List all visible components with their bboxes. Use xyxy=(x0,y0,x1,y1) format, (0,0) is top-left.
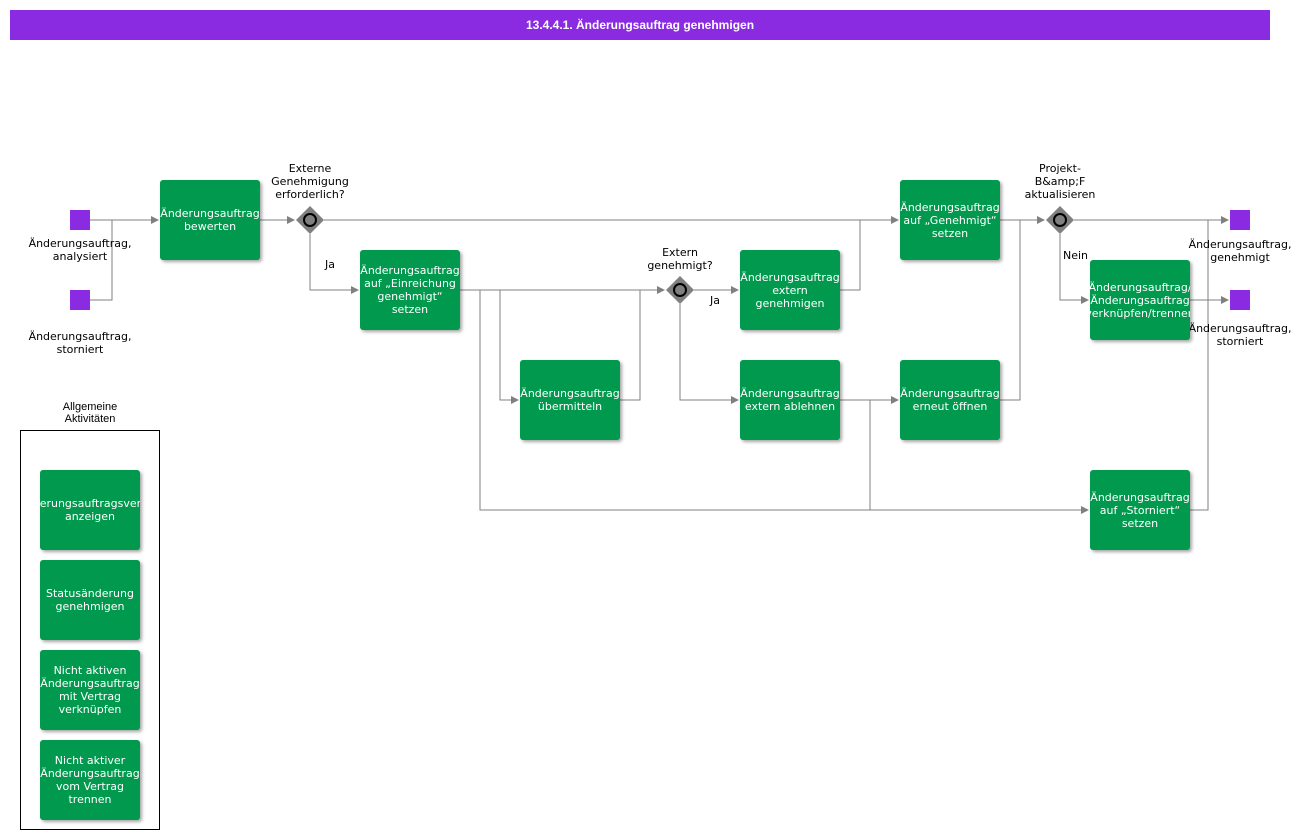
gateway-extern-erforderlich xyxy=(296,206,324,234)
flow-extern-genehmigen-to-genehmigt xyxy=(840,220,861,291)
task-extern-ablehnen[interactable]: Änderungsauftrag extern ablehnen xyxy=(740,360,840,440)
end-event-storniert xyxy=(1230,290,1250,310)
flow-gateway1-ja xyxy=(309,234,359,294)
flow-storniert-to-end xyxy=(1190,220,1209,511)
task-extern-genehmigen[interactable]: Änderungsauftrag extern genehmigen xyxy=(740,250,840,330)
task-genehmigt-setzen[interactable]: Änderungsauftrag auf „Genehmigt“ setzen xyxy=(900,180,1000,260)
flow-gateway3-nein xyxy=(1059,234,1089,304)
general-activities-title: Allgemeine Aktivitäten xyxy=(62,401,118,425)
edge-label-nein: Nein xyxy=(1063,249,1089,262)
end-event-genehmigt xyxy=(1230,210,1250,230)
task-erneut-oeffnen[interactable]: Änderungsauftrag erneut öffnen xyxy=(900,360,1000,440)
general-activities-lane xyxy=(20,430,160,830)
task-bewerten[interactable]: Änderungsauftrag bewerten xyxy=(160,180,260,260)
start-event-analysiert xyxy=(70,210,90,230)
start-event-analysiert-label: Änderungsauftrag, analysiert xyxy=(28,237,132,263)
gateway-bf-aktualisieren-label: Projekt-B&amp;F aktualisieren xyxy=(1024,162,1096,201)
general-task-statusaenderung-genehmigen[interactable]: Statusänderung genehmigen xyxy=(40,560,140,640)
flow-gateway2-nein xyxy=(679,304,739,404)
gateway-bf-aktualisieren xyxy=(1046,206,1074,234)
task-verknuepfen-trennen[interactable]: Änderungsauftrag/Änderungsauftrag verknü… xyxy=(1090,260,1190,340)
flow-uebermitteln-to-gateway2 xyxy=(620,290,641,401)
task-storniert-setzen[interactable]: Änderungsauftrag auf „Storniert“ setzen xyxy=(1090,470,1190,550)
edge-label-ja-1: Ja xyxy=(325,258,335,271)
flow-storniert-to-bewerten xyxy=(90,220,113,301)
flow-einreichung-to-storniert xyxy=(479,290,1089,514)
task-uebermitteln[interactable]: Änderungsauftrag übermitteln xyxy=(520,360,620,440)
flow-oeffnen-to-gateway3 xyxy=(1000,220,1021,401)
task-einreichung-setzen[interactable]: Änderungsauftrag auf „Einreichung genehm… xyxy=(360,250,460,330)
end-event-genehmigt-label: Änderungsauftrag, genehmigt xyxy=(1188,238,1292,264)
end-event-storniert-label: Änderungsauftrag, storniert xyxy=(1188,322,1292,348)
edge-label-ja-2: Ja xyxy=(710,294,720,307)
gateway-extern-erforderlich-label: Externe Genehmigung erforderlich? xyxy=(271,162,349,201)
general-task-nicht-aktiver-trennen[interactable]: Nicht aktiver Änderungsauftrag vom Vertr… xyxy=(40,740,140,820)
general-task-nicht-aktiven-verknuepfen[interactable]: Nicht aktiven Änderungsauftrag mit Vertr… xyxy=(40,650,140,730)
general-task-verlauf-anzeigen[interactable]: Änderungsauftragsverlauf anzeigen xyxy=(40,470,140,550)
start-event-storniert-label: Änderungsauftrag, storniert xyxy=(28,330,132,356)
gateway-extern-genehmigt xyxy=(666,276,694,304)
diagram-title: 13.4.4.1. Änderungsauftrag genehmigen xyxy=(10,10,1270,40)
start-event-storniert xyxy=(70,290,90,310)
gateway-extern-genehmigt-label: Extern genehmigt? xyxy=(647,246,713,272)
flow-einreichung-to-uebermitteln xyxy=(499,290,519,404)
